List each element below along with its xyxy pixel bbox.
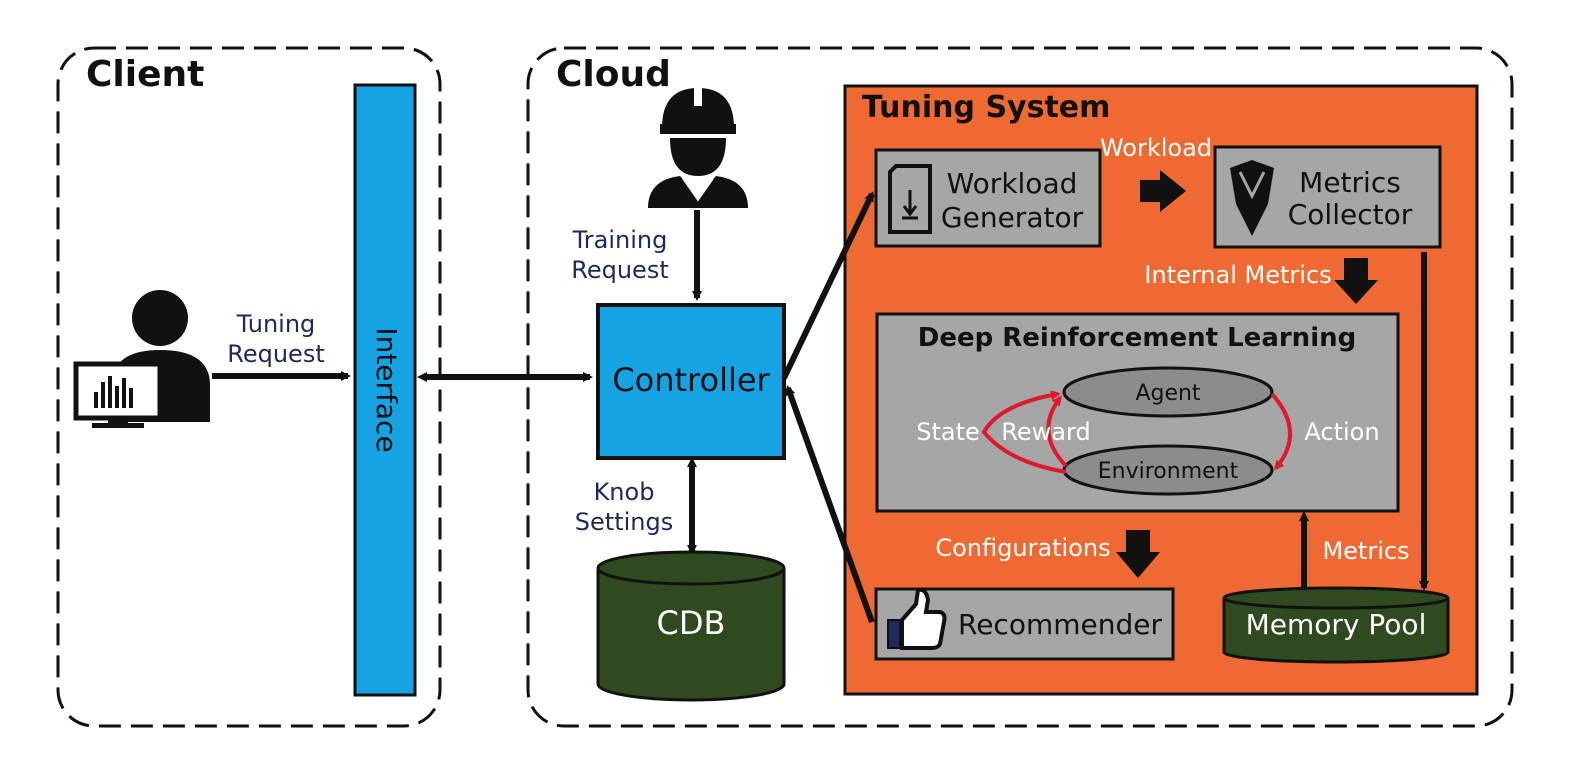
- recommender-label: Recommender: [958, 608, 1162, 641]
- engineer-icon: [648, 86, 748, 208]
- cdb-database: [596, 550, 786, 702]
- client-title: Client: [86, 54, 204, 95]
- memory-pool-label: Memory Pool: [1246, 608, 1427, 641]
- configurations-label: Configurations: [935, 534, 1110, 562]
- knob-settings-label: Knob: [594, 478, 655, 506]
- interface-label: Interface: [370, 327, 403, 452]
- training-request-label: Training: [572, 226, 668, 254]
- metrics-collector-label-line2: Collector: [1288, 198, 1413, 231]
- workload-label: Workload: [1100, 134, 1212, 162]
- metrics-collector-label: Metrics: [1299, 166, 1401, 199]
- environment-label: Environment: [1098, 459, 1239, 484]
- reward-arrow: [1046, 395, 1068, 468]
- metrics-label: Metrics: [1322, 537, 1409, 565]
- cloud-region: [526, 46, 1514, 728]
- tuning-request-label-line2: Request: [227, 340, 325, 368]
- controller-label: Controller: [612, 361, 770, 399]
- controller-box: [596, 303, 786, 460]
- action-label: Action: [1304, 418, 1379, 446]
- action-arrow: [1270, 392, 1292, 471]
- internal-metrics-label: Internal Metrics: [1144, 261, 1331, 289]
- agent-node: [1062, 366, 1274, 418]
- state-label: State: [916, 418, 980, 446]
- drl-title: Deep Reinforcement Learning: [918, 323, 1356, 353]
- workload-generator-label: Workload: [947, 167, 1078, 200]
- thumbs-up-icon: [887, 587, 947, 650]
- interface-bar: [353, 83, 417, 697]
- agent-label: Agent: [1135, 381, 1200, 406]
- training-request-label-line2: Request: [571, 256, 669, 284]
- internal-metrics-arrow: [1334, 258, 1378, 304]
- client-user-icon: [73, 290, 210, 428]
- reward-label: Reward: [1001, 418, 1090, 446]
- shield-icon: [1230, 160, 1274, 236]
- tuning-system-title: Tuning System: [862, 90, 1110, 125]
- workload-arrow: [1140, 170, 1186, 212]
- workload-generator-label-line2: Generator: [941, 201, 1084, 234]
- knob-settings-label-line2: Settings: [575, 508, 673, 536]
- controller-workload-arrow: [781, 191, 875, 380]
- client-region: [56, 46, 442, 728]
- recommender-controller-arrow: [785, 385, 875, 624]
- memory-pool-database: [1222, 586, 1450, 664]
- cdb-label: CDB: [657, 604, 726, 642]
- state-arrow: [981, 390, 1067, 474]
- configurations-arrow: [1116, 530, 1160, 578]
- tuning-request-label: Tuning: [236, 310, 316, 338]
- download-file-icon: [888, 164, 932, 234]
- cloud-title: Cloud: [556, 54, 671, 95]
